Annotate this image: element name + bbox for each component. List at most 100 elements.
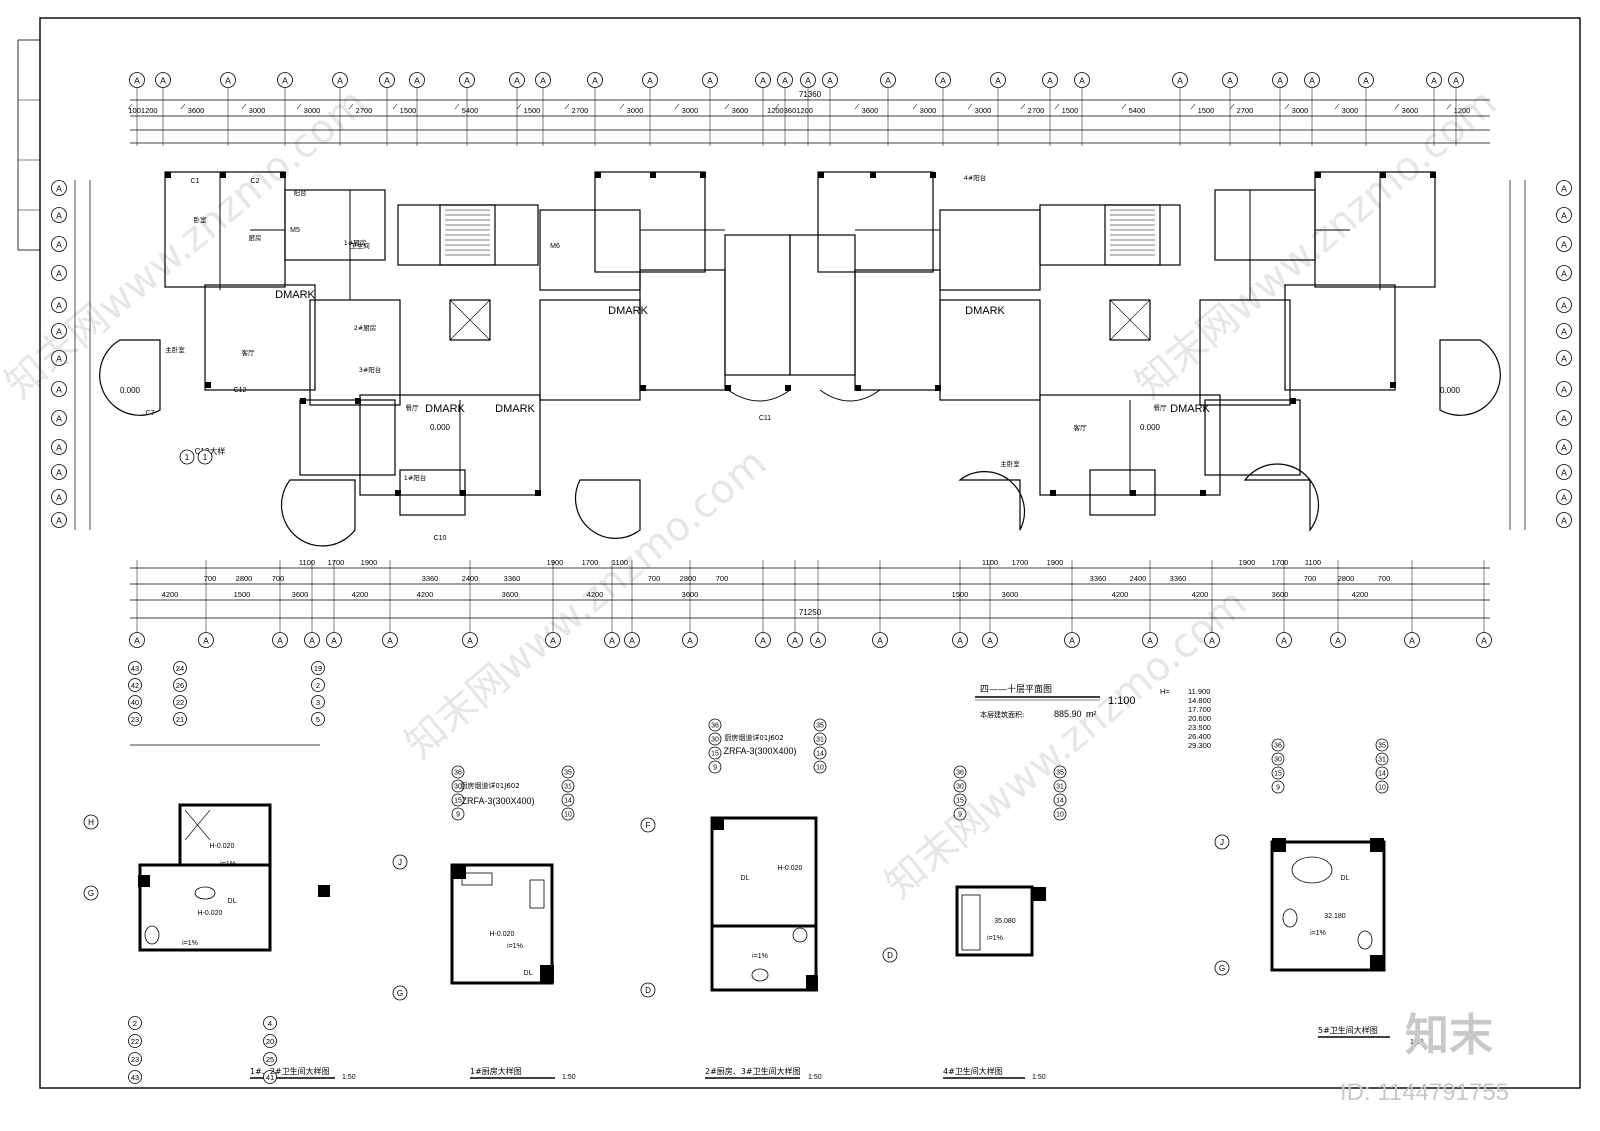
- basin-icon: [1282, 908, 1298, 928]
- top-dimension-value: 3000: [682, 106, 699, 115]
- axis-bubble-left-label: A: [56, 210, 62, 220]
- axis-bubble-bottom-label: A: [957, 635, 963, 645]
- misc-label: C12大样: [195, 446, 226, 456]
- detail-column: [1272, 838, 1286, 852]
- bottom-dimension-value: 4200: [1112, 590, 1129, 599]
- bottom-dimension-value: 3360: [1170, 574, 1187, 583]
- detail-axis-bubble-circle: [1375, 766, 1389, 780]
- axis-bubble-top-circle: [587, 72, 603, 88]
- axis-bubble-top-label: A: [827, 75, 833, 85]
- mid-left-bedroom-wing: [594, 171, 706, 273]
- detail-axis-bubble-label: 19: [314, 664, 322, 673]
- dimension-tick: [348, 103, 354, 110]
- detail-axis-bubble-circle: [128, 661, 142, 675]
- bottom-dimension-value: 1700: [1012, 558, 1029, 567]
- dmark-tag: DMARK: [425, 403, 465, 415]
- detail-axis-bubble: 9: [451, 807, 465, 821]
- axis-bubble-top: A: [642, 72, 658, 88]
- axis-bubble-right-label: A: [1561, 210, 1567, 220]
- detail-axis-bubble-circle: [953, 807, 967, 821]
- axis-bubble-top-circle: [880, 72, 896, 88]
- axis-bubble-top: A: [459, 72, 475, 88]
- detail-axis-bubble-label: 2: [316, 681, 320, 690]
- detail-note: 厨房烟道详01J602: [724, 733, 783, 742]
- detail-axis-bubble-label: 14: [564, 798, 572, 805]
- dimension-tick: [967, 103, 973, 110]
- top-dimension-value: 3600: [732, 106, 749, 115]
- axis-bubble-right: A: [1556, 464, 1572, 480]
- room-label: 餐厅: [406, 403, 420, 412]
- axis-bubble-right-circle: [1556, 512, 1572, 528]
- overall-dimension-top: 71360: [799, 90, 822, 99]
- detail-axis-bubble-circle: [451, 793, 465, 807]
- axis-bubble-bottom-circle: [382, 632, 398, 648]
- detail-axis-bubble: 10: [1375, 780, 1389, 794]
- axis-bubble-bottom-circle: [1476, 632, 1492, 648]
- detail-axis-bubble-label: 43: [131, 1073, 139, 1082]
- dimension-tick: [241, 103, 247, 110]
- axis-bubble-right-label: A: [1561, 515, 1567, 525]
- detail-axis-bubble-label: 9: [958, 812, 962, 819]
- detail-note: 厨房烟道详01J602: [460, 781, 519, 790]
- top-dimension-value: 5400: [1129, 106, 1146, 115]
- detail-axis-bubble-circle: [128, 678, 142, 692]
- right-mid-bedroom: [939, 209, 1041, 291]
- detail-axis-bubble: 3: [311, 695, 325, 709]
- axis-bubble-top-circle: [220, 72, 236, 88]
- detail-axis-bubble-label: G: [397, 989, 403, 998]
- detail-axis-bubble-label: 31: [564, 784, 572, 791]
- axis-bubble-bottom: A: [382, 632, 398, 648]
- detail-axis-bubble-label: 5: [316, 715, 320, 724]
- area-unit: m²: [1086, 709, 1097, 719]
- detail-axis-bubble-circle: [128, 712, 142, 726]
- detail-column: [1032, 887, 1046, 901]
- axis-bubble-left: A: [51, 439, 67, 455]
- detail-axis-bubble: 40: [128, 695, 142, 709]
- axis-bubble-bottom: A: [755, 632, 771, 648]
- stair-core-left: [439, 204, 496, 266]
- detail-note: i=1%: [987, 935, 1003, 942]
- detail-axis-bubble-circle: [1375, 780, 1389, 794]
- detail-axis-bubble-label: 21: [176, 715, 184, 724]
- axis-bubble-bottom: A: [1064, 632, 1080, 648]
- axis-bubble-bottom: A: [682, 632, 698, 648]
- detail-axis-bubble-circle: [1053, 779, 1067, 793]
- detail-axis-bubble-circle: [173, 695, 187, 709]
- mid-left-living: [639, 269, 726, 391]
- left-living-block: [204, 284, 316, 391]
- detail-axis-bubble-label: D: [887, 951, 893, 960]
- detail-axis-bubble-circle: [451, 779, 465, 793]
- detail-axis-bubble-label: 22: [176, 698, 184, 707]
- detail-column: [712, 818, 724, 830]
- detail-axis-bubble-label: 10: [816, 765, 824, 772]
- window-tag: C12: [234, 387, 247, 394]
- elevation-value: 17.700: [1188, 705, 1211, 714]
- column: [460, 490, 466, 496]
- detail-column: [1370, 838, 1384, 852]
- axis-bubble-left: A: [51, 297, 67, 313]
- detail-axis-bubble: 10: [813, 760, 827, 774]
- axis-bubble-bottom: A: [624, 632, 640, 648]
- watermark-logo: 知末: [1405, 1011, 1493, 1060]
- elevation-value: 20.600: [1188, 714, 1211, 723]
- detail-axis-bubble: 30: [953, 779, 967, 793]
- axis-bubble-left: A: [51, 350, 67, 366]
- mid-right-living: [854, 269, 941, 391]
- column: [205, 382, 211, 388]
- detail-axis-bubble-label: 9: [713, 765, 717, 772]
- axis-bubble-top-circle: [800, 72, 816, 88]
- axis-bubble-bottom-circle: [982, 632, 998, 648]
- axis-bubble-top-circle: [277, 72, 293, 88]
- right-bath-block: [1204, 399, 1301, 476]
- detail-axis-bubble-circle: [561, 765, 575, 779]
- axis-bubble-bottom-circle: [624, 632, 640, 648]
- axis-bubble-left: A: [51, 265, 67, 281]
- left-bath-block: [299, 399, 396, 476]
- detail-axis-bubble-label: 24: [176, 664, 184, 673]
- axis-bubble-right: A: [1556, 410, 1572, 426]
- detail-axis-bubble-circle: [83, 885, 99, 901]
- detail-axis-bubble-circle: [128, 1052, 142, 1066]
- right-living-block: [1284, 284, 1396, 391]
- detail-axis-bubble-label: G: [88, 889, 94, 898]
